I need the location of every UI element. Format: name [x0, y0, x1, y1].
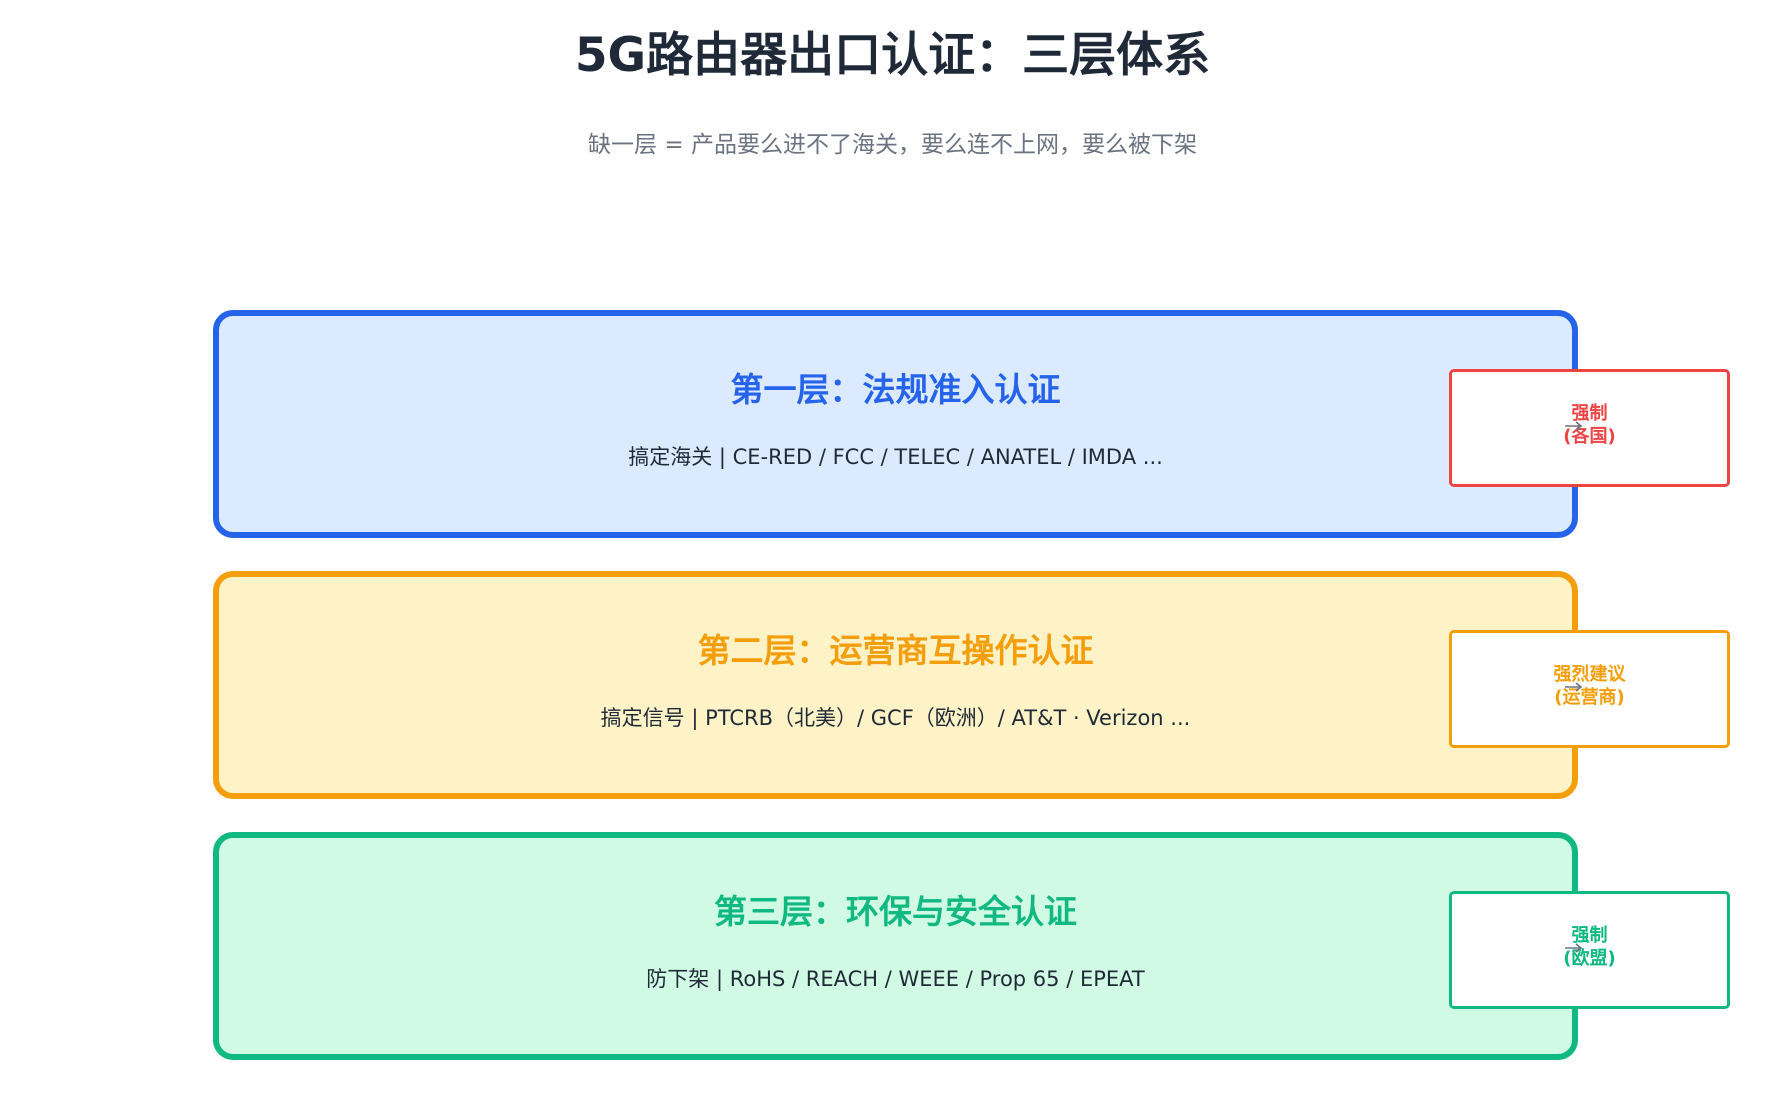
arrow-icon [1565, 943, 1583, 953]
layer-1-box: 第一层：法规准入认证 搞定海关 | CE-RED / FCC / TELEC /… [213, 310, 1578, 538]
layer-2-box: 第二层：运营商互操作认证 搞定信号 | PTCRB（北美）/ GCF（欧洲）/ … [213, 571, 1578, 799]
layer-2-badge: 强烈建议 (运营商) [1449, 630, 1730, 748]
layer-3-badge-line2: (欧盟) [1563, 948, 1616, 969]
layer-3-box: 第三层：环保与安全认证 防下架 | RoHS / REACH / WEEE / … [213, 832, 1578, 1060]
layer-2-badge-line2: (运营商) [1554, 687, 1625, 708]
layer-3-badge: 强制 (欧盟) [1449, 891, 1730, 1009]
layer-1-description: 搞定海关 | CE-RED / FCC / TELEC / ANATEL / I… [628, 445, 1163, 469]
layer-2-badge-line1: 强烈建议 [1553, 664, 1626, 685]
layer-3-badge-text: 强制 (欧盟) [1452, 924, 1727, 970]
arrow-icon [1565, 682, 1583, 692]
layer-2-badge-text: 强烈建议 (运营商) [1452, 663, 1727, 709]
layer-1-title: 第一层：法规准入认证 [730, 370, 1061, 409]
arrow-icon [1565, 421, 1583, 431]
layer-1-badge-text: 强制 (各国) [1452, 402, 1727, 448]
diagram-subtitle: 缺一层 = 产品要么进不了海关，要么连不上网，要么被下架 [588, 132, 1197, 158]
layer-3-description: 防下架 | RoHS / REACH / WEEE / Prop 65 / EP… [646, 967, 1145, 991]
layer-3-title: 第三层：环保与安全认证 [714, 892, 1077, 931]
layer-2-description: 搞定信号 | PTCRB（北美）/ GCF（欧洲）/ AT&T · Verizo… [600, 706, 1191, 730]
layer-1-badge-line1: 强制 [1571, 403, 1608, 424]
layer-3-badge-line1: 强制 [1571, 925, 1608, 946]
layer-2-title: 第二层：运营商互操作认证 [697, 631, 1094, 670]
layer-1-badge-line2: (各国) [1563, 426, 1616, 447]
layer-1-badge: 强制 (各国) [1449, 369, 1730, 487]
diagram-title: 5G路由器出口认证：三层体系 [574, 28, 1211, 83]
